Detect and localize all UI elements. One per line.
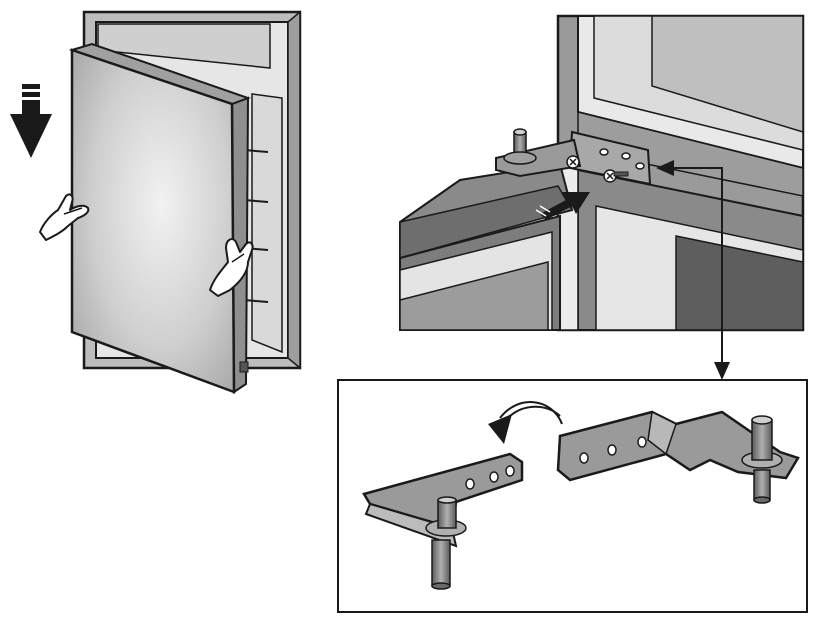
upper-hinge-closeup [399,14,805,332]
insert-arrow-icon [535,192,590,220]
callout-arrow [656,160,730,380]
fridge-door [68,42,251,394]
hand-icon [209,238,254,297]
hinge-reversed [362,452,524,590]
hinge-bracket [495,128,652,186]
fridge-door-removal-illustration [10,10,302,394]
down-arrow-icon [10,84,52,158]
rotate-arrow-icon [488,401,563,444]
hinge-original [556,410,800,504]
hand-icon [39,193,90,241]
hinge-detail-panel [337,379,808,613]
